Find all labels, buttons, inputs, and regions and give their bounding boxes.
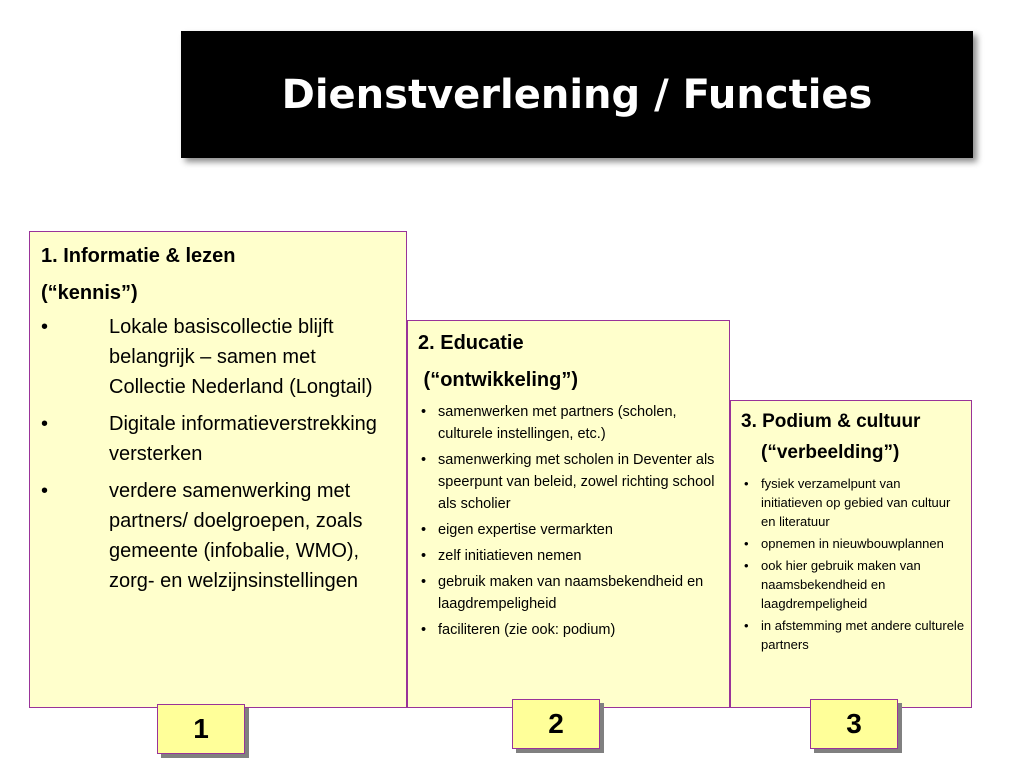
list-item: ook hier gebruik maken van naamsbekendhe…: [741, 556, 965, 613]
list-item: opnemen in nieuwbouwplannen: [741, 534, 965, 553]
list-item: gebruik maken van naamsbekendheid en laa…: [418, 571, 721, 615]
box-subheading: (“verbeelding”): [761, 442, 900, 463]
bullet-list: Lokale basiscollectie blijft belangrijk …: [41, 312, 396, 596]
bullet-list: fysiek verzamelpunt van initiatieven op …: [741, 474, 965, 654]
step-number-1: 1: [157, 704, 245, 754]
list-item: Digitale informatieverstrekking versterk…: [41, 409, 396, 469]
list-item: Lokale basiscollectie blijft belangrijk …: [41, 312, 396, 402]
box-heading: 3. Podium & cultuur: [741, 411, 921, 432]
list-item: zelf initiatieven nemen: [418, 545, 721, 567]
function-box-educatie: 2. Educatie (“ontwikkeling”) samenwerken…: [407, 320, 730, 708]
function-box-informatie: 1. Informatie & lezen (“kennis”) Lokale …: [29, 231, 407, 708]
list-item: samenwerking met scholen in Deventer als…: [418, 449, 721, 515]
step-number-2: 2: [512, 699, 600, 749]
function-box-podium: 3. Podium & cultuur (“verbeelding”) fysi…: [730, 400, 972, 708]
list-item: eigen expertise vermarkten: [418, 519, 721, 541]
box-subheading: (“kennis”): [41, 282, 138, 304]
list-item: in afstemming met andere culturele partn…: [741, 616, 965, 654]
list-item: verdere samenwerking met partners/ doelg…: [41, 476, 396, 596]
bullet-list: samenwerken met partners (scholen, cultu…: [418, 401, 721, 641]
title-banner: Dienstverlening / Functies: [181, 31, 973, 158]
box-heading: 1. Informatie & lezen: [41, 245, 236, 267]
step-number-3: 3: [810, 699, 898, 749]
list-item: fysiek verzamelpunt van initiatieven op …: [741, 474, 965, 531]
box-heading: 2. Educatie: [418, 332, 524, 354]
list-item: faciliteren (zie ook: podium): [418, 619, 721, 641]
list-item: samenwerken met partners (scholen, cultu…: [418, 401, 721, 445]
box-subheading: (“ontwikkeling”): [418, 369, 578, 391]
slide-title: Dienstverlening / Functies: [281, 71, 873, 118]
